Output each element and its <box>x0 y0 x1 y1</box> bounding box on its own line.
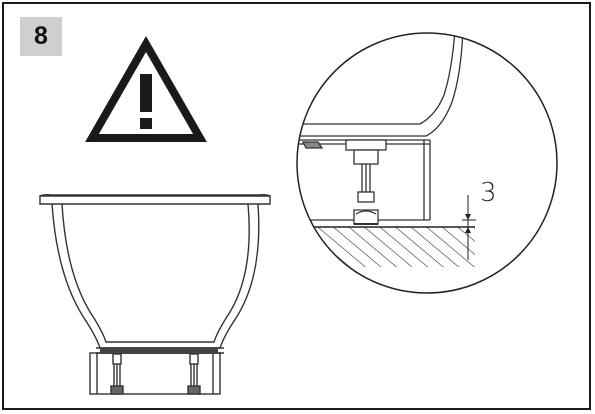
detail-callout <box>296 32 558 294</box>
step-badge: 8 <box>20 17 62 56</box>
step-number: 8 <box>34 22 48 50</box>
bathtub-drawing <box>39 193 271 395</box>
diagram-frame <box>2 2 591 410</box>
dimension-label: 3 <box>480 178 497 208</box>
warning-triangle-icon <box>85 35 207 142</box>
